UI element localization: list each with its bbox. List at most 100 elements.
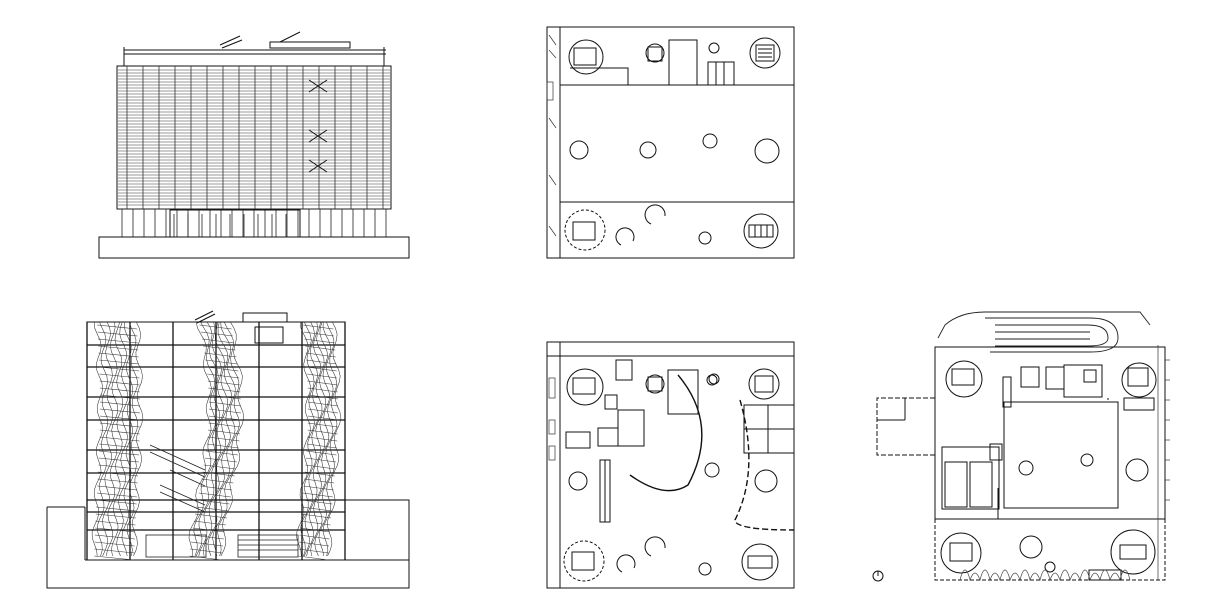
lattice-strand (132, 321, 144, 557)
ground-core-n (1020, 364, 1109, 400)
lattice-strand (220, 321, 245, 557)
lattice-diagonal (307, 401, 339, 407)
lattice-diagonal (207, 436, 240, 442)
lattice-diagonal (98, 457, 139, 463)
typical-core-ne (743, 368, 795, 454)
typical-plan-west-edge-ticks (548, 377, 556, 461)
lattice-diagonal (94, 548, 135, 554)
lattice-strand (217, 321, 240, 557)
section (46, 310, 410, 589)
upper-plan-west-edge-ticks (546, 34, 557, 237)
lattice-diagonal (99, 408, 141, 414)
lattice-strand (318, 321, 334, 557)
lattice-diagonal (303, 485, 334, 491)
lattice-diagonal (95, 527, 136, 533)
lattice-strand (296, 321, 311, 557)
lattice-diagonal (305, 345, 336, 351)
lattice-strand (303, 321, 319, 557)
lattice-diagonal (200, 331, 233, 337)
lattice-diagonal (99, 415, 140, 421)
core-stair-sw (564, 204, 712, 251)
lattice-diagonal (204, 457, 237, 463)
typical-core-south (563, 536, 779, 582)
lattice-diagonal (99, 401, 141, 407)
lattice-diagonal (306, 450, 337, 456)
lattice-diagonal (300, 513, 332, 519)
lattice-diagonal (306, 359, 337, 365)
lattice-strand (198, 321, 224, 557)
elevation-facade-frame (116, 65, 392, 210)
lattice-diagonal (304, 338, 335, 344)
lattice-diagonal (97, 478, 138, 484)
lattice-diagonal (198, 492, 231, 498)
ground-core-nw (945, 360, 1012, 408)
lattice-diagonal (208, 415, 241, 421)
typical-plan-columns (568, 374, 778, 523)
typical-floor-plan (546, 341, 795, 589)
lattice-strand (188, 321, 212, 557)
typical-core-n (615, 359, 720, 447)
section-lattice-tubes (91, 321, 342, 561)
lattice-diagonal (303, 331, 334, 337)
lattice-diagonal (99, 394, 140, 400)
lattice-diagonal (192, 527, 225, 533)
lattice-diagonal (200, 485, 233, 491)
lattice-diagonal (99, 380, 140, 386)
lattice-diagonal (207, 380, 240, 386)
lattice-diagonal (193, 520, 226, 526)
lattice-diagonal (307, 387, 338, 393)
lattice-diagonal (97, 338, 138, 344)
ground-entrance-annex (876, 397, 935, 456)
lattice-strand (300, 321, 315, 557)
lattice-diagonal (304, 478, 335, 484)
ground-terrace-elements (940, 529, 1156, 581)
lattice-diagonal (202, 471, 235, 477)
ground-service-block (941, 443, 1003, 519)
lattice-diagonal (305, 464, 336, 470)
elevation-cross-bracing (308, 79, 328, 173)
lattice-diagonal (98, 464, 139, 470)
north-arrow-symbol (872, 570, 884, 582)
lattice-diagonal (98, 345, 139, 351)
ground-core-ne (1121, 362, 1157, 411)
lattice-diagonal (202, 338, 235, 344)
lattice-strand (126, 321, 139, 557)
lattice-diagonal (303, 324, 334, 330)
lattice-diagonal (302, 499, 333, 505)
typical-plan-outline (546, 341, 795, 589)
lattice-diagonal (98, 359, 139, 365)
lattice-diagonal (306, 366, 337, 372)
lattice-diagonal (208, 387, 241, 393)
lattice-diagonal (302, 492, 333, 498)
ground-plan-east-ticks (1157, 345, 1170, 580)
lattice-diagonal (97, 331, 138, 337)
lattice-diagonal (204, 352, 237, 358)
lattice-strand (102, 321, 114, 557)
upper-plan-outline (546, 26, 795, 259)
lattice-diagonal (208, 422, 241, 428)
elevation-mullions (126, 66, 384, 209)
lattice-diagonal (208, 401, 241, 407)
lattice-diagonal (301, 506, 332, 512)
lattice-strand (105, 321, 119, 557)
lattice-diagonal (298, 555, 329, 561)
lattice-diagonal (201, 478, 234, 484)
section-ground-profile (46, 499, 410, 589)
lattice-diagonal (191, 534, 224, 540)
lattice-diagonal (96, 492, 137, 498)
elevation-louvers (118, 69, 390, 206)
ground-plan-canopy (937, 311, 1151, 353)
lattice-diagonal (99, 366, 140, 372)
lattice-diagonal (98, 471, 139, 477)
lattice-diagonal (299, 527, 330, 533)
lattice-diagonal (307, 380, 338, 386)
core-lift-n (645, 43, 665, 63)
lattice-diagonal (190, 541, 224, 547)
ground-plan-outline (934, 346, 1166, 520)
lattice-diagonal (99, 387, 140, 393)
section-escalator (149, 444, 206, 513)
lattice-diagonal (307, 394, 338, 400)
lattice-diagonal (205, 359, 238, 365)
